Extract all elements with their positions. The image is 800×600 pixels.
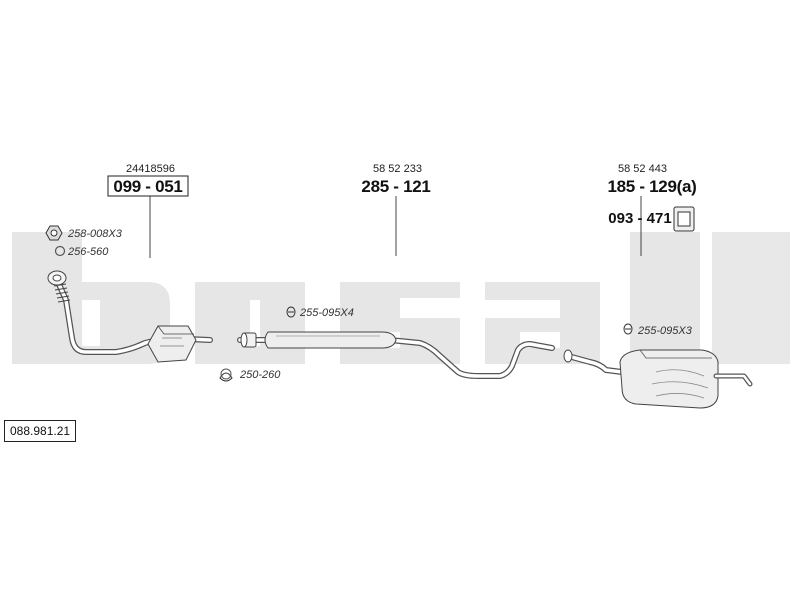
clamp-ring-icon bbox=[219, 368, 233, 382]
middle-silencer-pipe bbox=[237, 331, 555, 379]
nut-accessory-code: 258-008X3 bbox=[67, 228, 123, 240]
front-pipe-catalyst bbox=[47, 270, 213, 363]
front-part-code: 099 - 051 bbox=[113, 177, 182, 196]
hanger-part-code: 093 - 471 bbox=[608, 210, 671, 227]
middle-part-code: 285 - 121 bbox=[361, 177, 430, 196]
front-part-box bbox=[107, 175, 189, 197]
rear-part-code: 185 - 129(a) bbox=[607, 177, 696, 196]
rear-oem-number: 58 52 443 bbox=[618, 163, 667, 175]
gasket-accessory-code: 256-560 bbox=[67, 246, 109, 258]
clamp-rear-accessory-code: 255-095X3 bbox=[637, 325, 693, 337]
middle-oem-number: 58 52 233 bbox=[373, 163, 422, 175]
clamp-icon bbox=[623, 323, 633, 335]
clamp-mid-accessory-code: 255-095X4 bbox=[299, 307, 354, 319]
clamp-front-accessory-code: 250-260 bbox=[239, 369, 281, 381]
rear-silencer bbox=[563, 349, 753, 409]
front-oem-number: 24418596 bbox=[126, 163, 175, 175]
brand-watermark bbox=[12, 232, 790, 364]
clamp-icon bbox=[286, 306, 296, 318]
hex-nut-icon bbox=[45, 225, 63, 241]
gasket-ring-icon bbox=[54, 245, 66, 257]
rubber-hanger-icon bbox=[673, 206, 695, 232]
reference-number: 088.981.21 bbox=[4, 420, 77, 442]
